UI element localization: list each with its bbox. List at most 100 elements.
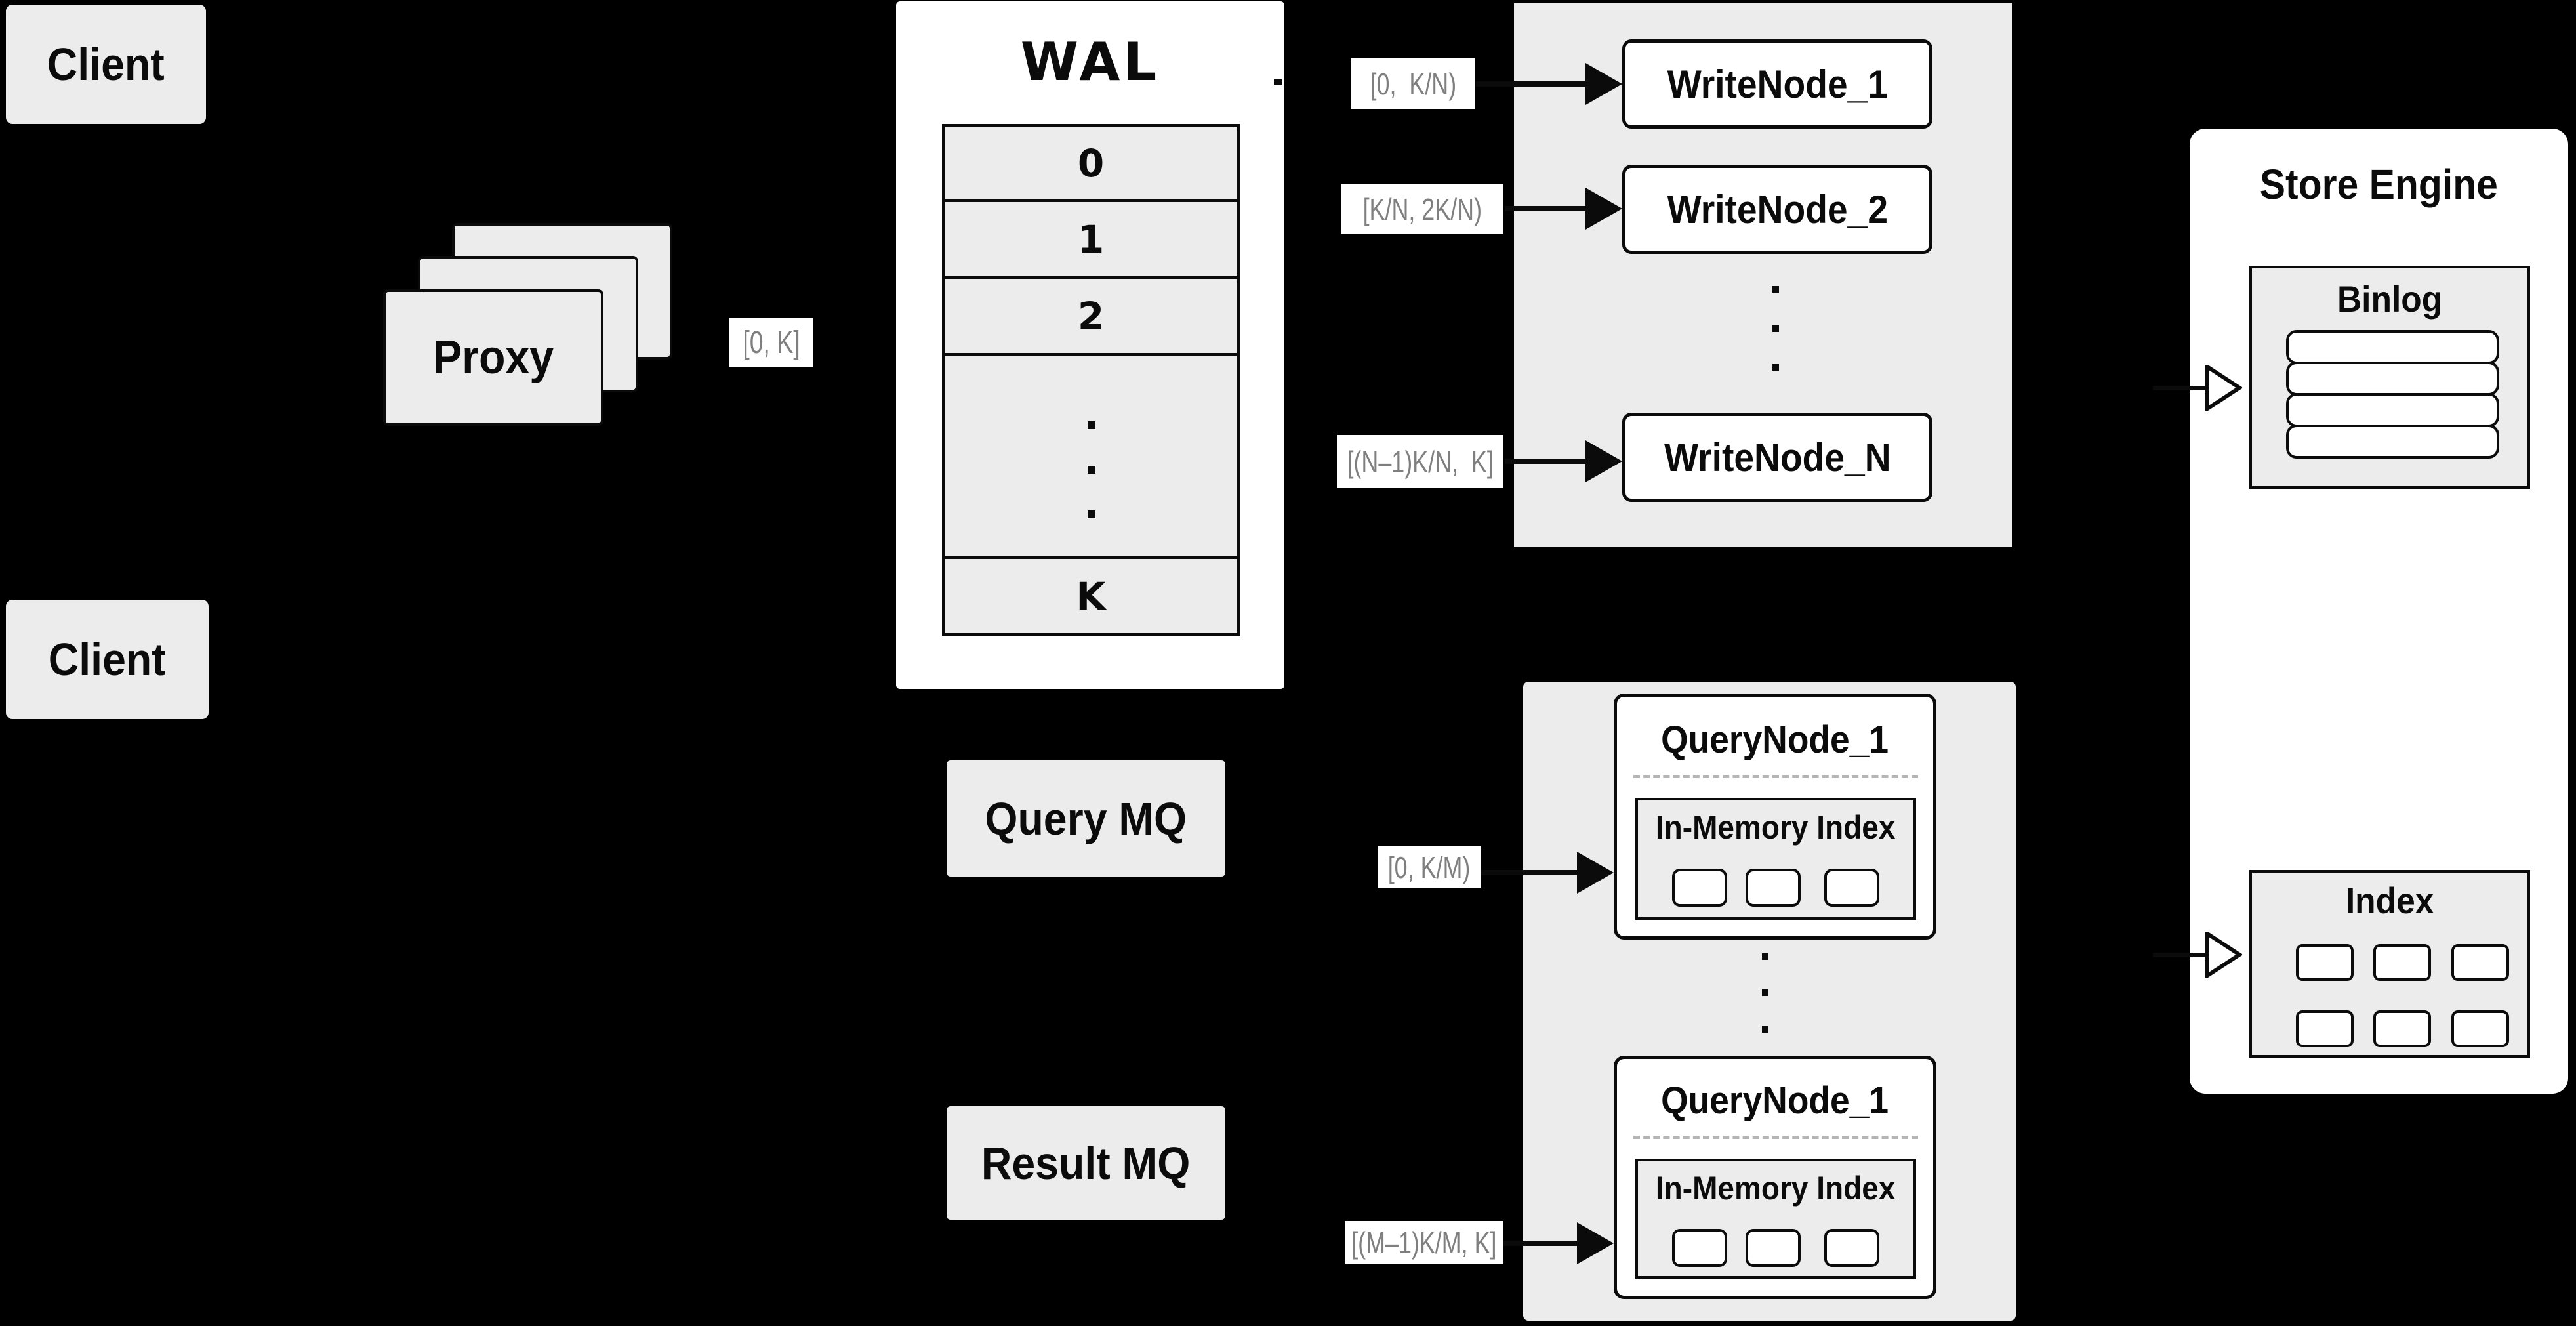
index-box: Index [2249, 870, 2530, 1058]
range-label-write-n-text: [(N–1)K/N, K] [1347, 444, 1494, 479]
index-cell [2296, 944, 2354, 981]
ellipsis-dot [1088, 510, 1095, 518]
wal-row: 0 [945, 127, 1237, 202]
ellipsis-dot [1762, 989, 1768, 996]
arrow-binlog-shaft [2153, 386, 2208, 390]
index-cell [2373, 944, 2431, 981]
range-label-query-1: [0, K/M) [1378, 846, 1481, 888]
in-memory-index-box-top: In-Memory Index [1635, 798, 1916, 920]
query-node-top: QueryNode_1 In-Memory Index [1614, 694, 1936, 940]
query-node-bottom: QueryNode_1 In-Memory Index [1614, 1056, 1936, 1299]
binlog-slats [2286, 330, 2499, 459]
proxy-card-front: Proxy [383, 289, 603, 426]
wal-row-k-label: K [1076, 573, 1106, 619]
arrow-binlog-hollow-head [2205, 365, 2242, 411]
memory-segment [1672, 1229, 1727, 1267]
ellipsis-dot [1772, 364, 1779, 371]
client-top-label: Client [47, 39, 165, 90]
in-memory-index-box-bottom: In-Memory Index [1635, 1159, 1916, 1279]
query-mq-box: Query MQ [947, 760, 1225, 877]
index-title-wrap: Index [2252, 873, 2527, 922]
wal-row: K [945, 559, 1237, 633]
ellipsis-dot [1762, 1026, 1768, 1033]
wal-row-ellipsis [945, 356, 1237, 559]
store-engine-panel: Store Engine Binlog Index [2190, 129, 2568, 1094]
wal-row: 1 [945, 202, 1237, 279]
index-cell [2451, 944, 2509, 981]
arrow-query-1-head [1577, 852, 1614, 894]
index-cell [2451, 1010, 2509, 1047]
arrow-query-1-shaft [1481, 870, 1580, 875]
wal-row-2-label: 2 [1077, 293, 1105, 339]
arrow-write-n-shaft [1505, 459, 1587, 464]
query-node-bottom-title: QueryNode_1 [1661, 1079, 1889, 1122]
store-engine-title: Store Engine [2259, 161, 2499, 208]
range-label-write-2-text: [K/N, 2K/N) [1362, 192, 1482, 226]
query-mq-label: Query MQ [985, 793, 1187, 844]
arrow-index-shaft [2153, 953, 2208, 957]
in-memory-index-top-title: In-Memory Index [1656, 809, 1896, 846]
arrow-write-1-shaft [1476, 81, 1587, 87]
wal-row: 2 [945, 279, 1237, 356]
result-mq-label: Result MQ [981, 1137, 1191, 1189]
range-label-write-2: [K/N, 2K/N) [1341, 184, 1503, 234]
index-cell [2296, 1010, 2354, 1047]
wal-title-wrap: WAL [896, 1, 1284, 93]
range-label-proxy-wal: [0, K] [729, 318, 813, 367]
write-node-2-label: WriteNode_2 [1667, 187, 1888, 232]
write-node-1-label: WriteNode_1 [1667, 62, 1888, 106]
client-bottom-label: Client [49, 634, 166, 685]
range-label-query-m: [(M–1)K/M, K] [1345, 1221, 1503, 1264]
arrow-write-2-head [1585, 188, 1622, 230]
index-title: Index [2345, 880, 2434, 921]
ellipsis-dot [1088, 421, 1095, 429]
client-box-top: Client [6, 5, 206, 124]
range-label-query-m-text: [(M–1)K/M, K] [1351, 1226, 1497, 1260]
arrow-write-2-shaft [1505, 206, 1587, 211]
memory-segment [1746, 869, 1801, 907]
range-label-query-1-text: [0, K/M) [1388, 850, 1471, 884]
query-node-top-title: QueryNode_1 [1661, 718, 1889, 761]
index-cell [2373, 1010, 2431, 1047]
write-node-n: WriteNode_N [1622, 413, 1932, 502]
wal-row-0-label: 0 [1077, 140, 1105, 186]
memory-segment [1672, 869, 1727, 907]
binlog-title: Binlog [2337, 278, 2443, 320]
query-node-top-divider [1633, 775, 1918, 778]
wal-row-1-label: 1 [1077, 217, 1105, 262]
arrow-write-n-head [1585, 440, 1622, 482]
memory-segment [1824, 1229, 1879, 1267]
range-label-proxy-wal-text: [0, K] [743, 325, 800, 360]
client-box-bottom: Client [6, 600, 209, 719]
memory-segment [1824, 869, 1879, 907]
write-node-n-label: WriteNode_N [1664, 435, 1891, 480]
ellipsis-dot [1772, 286, 1779, 293]
result-mq-box: Result MQ [947, 1106, 1225, 1220]
wal-table: 0 1 2 K [942, 124, 1240, 636]
arrow-write-1-head [1585, 63, 1622, 105]
binlog-slat [2286, 330, 2499, 364]
ellipsis-dot [1088, 466, 1095, 474]
proxy-label: Proxy [432, 331, 554, 384]
ellipsis-dot [1772, 325, 1779, 332]
store-engine-title-wrap: Store Engine [2190, 129, 2568, 209]
range-label-write-1: [0, K/N) [1351, 58, 1475, 109]
binlog-title-wrap: Binlog [2252, 268, 2527, 320]
arrow-query-m-shaft [1503, 1241, 1580, 1246]
arrow-index-hollow-head [2205, 932, 2242, 978]
binlog-box: Binlog [2249, 266, 2530, 489]
query-node-bottom-divider [1633, 1136, 1918, 1139]
wal-title: WAL [1020, 31, 1160, 93]
binlog-slat [2286, 393, 2499, 427]
memory-segment [1746, 1229, 1801, 1267]
range-label-write-n: [(N–1)K/N, K] [1337, 435, 1503, 488]
in-memory-index-top-title-wrap: In-Memory Index [1638, 800, 1913, 846]
write-node-2: WriteNode_2 [1622, 165, 1932, 254]
binlog-slat [2286, 425, 2499, 459]
wal-connector-stub [1274, 79, 1282, 85]
wal-panel: WAL 0 1 2 K [896, 1, 1284, 689]
write-node-1: WriteNode_1 [1622, 39, 1932, 129]
binlog-slat [2286, 362, 2499, 396]
ellipsis-dot [1762, 953, 1768, 960]
range-label-write-1-text: [0, K/N) [1370, 66, 1456, 101]
